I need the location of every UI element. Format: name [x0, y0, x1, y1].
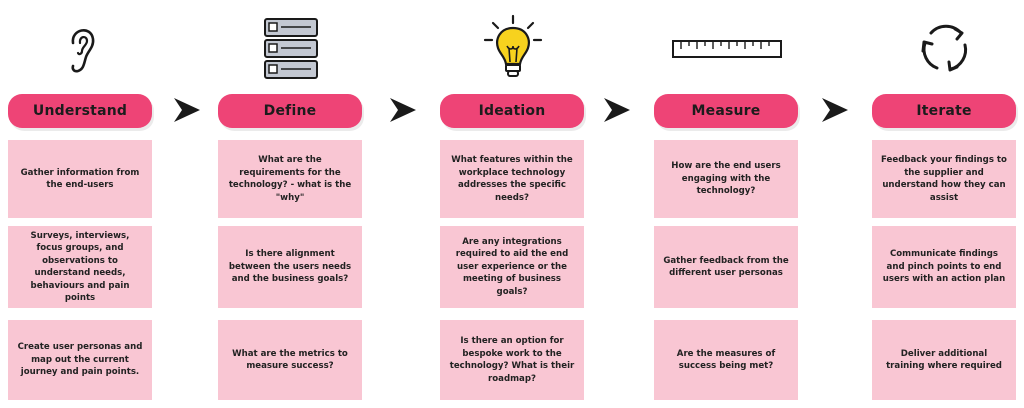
card: Gather information from the end-users	[8, 140, 152, 218]
card: Feedback your findings to the supplier a…	[872, 140, 1016, 218]
card: What are the requirements for the techno…	[218, 140, 362, 218]
card: Communicate findings and pinch points to…	[872, 226, 1016, 308]
card: Is there an option for bespoke work to t…	[440, 320, 584, 400]
arrow-right-icon	[390, 98, 416, 122]
lightbulb-icon	[440, 14, 586, 84]
arrow-right-icon	[604, 98, 630, 122]
stage-iterate: Iterate Feedback your findings to the su…	[872, 0, 1018, 408]
arrow-right-icon	[822, 98, 848, 122]
stage-define: Define What are the requirements for the…	[218, 0, 364, 408]
card: Are any integrations required to aid the…	[440, 226, 584, 308]
card: What features within the workplace techn…	[440, 140, 584, 218]
stage-title: Measure	[654, 94, 798, 128]
card: What are the metrics to measure success?	[218, 320, 362, 400]
stage-understand: Understand Gather information from the e…	[8, 0, 154, 408]
stage-ideation: Ideation What features within the workpl…	[440, 0, 586, 408]
card: Create user personas and map out the cur…	[8, 320, 152, 400]
card: Are the measures of success being met?	[654, 320, 798, 400]
card: Deliver additional training where requir…	[872, 320, 1016, 400]
cycle-arrows-icon	[872, 14, 1018, 84]
ruler-icon	[654, 14, 800, 84]
stage-title: Ideation	[440, 94, 584, 128]
stage-title: Define	[218, 94, 362, 128]
stage-title: Understand	[8, 94, 152, 128]
arrow-right-icon	[174, 98, 200, 122]
card: Is there alignment between the users nee…	[218, 226, 362, 308]
stage-measure: Measure How are the end users engaging w…	[654, 0, 800, 408]
stage-title: Iterate	[872, 94, 1016, 128]
ear-icon	[8, 14, 154, 84]
card: Gather feedback from the different user …	[654, 226, 798, 308]
server-stack-icon	[218, 14, 364, 84]
card: Surveys, interviews, focus groups, and o…	[8, 226, 152, 308]
card: How are the end users engaging with the …	[654, 140, 798, 218]
